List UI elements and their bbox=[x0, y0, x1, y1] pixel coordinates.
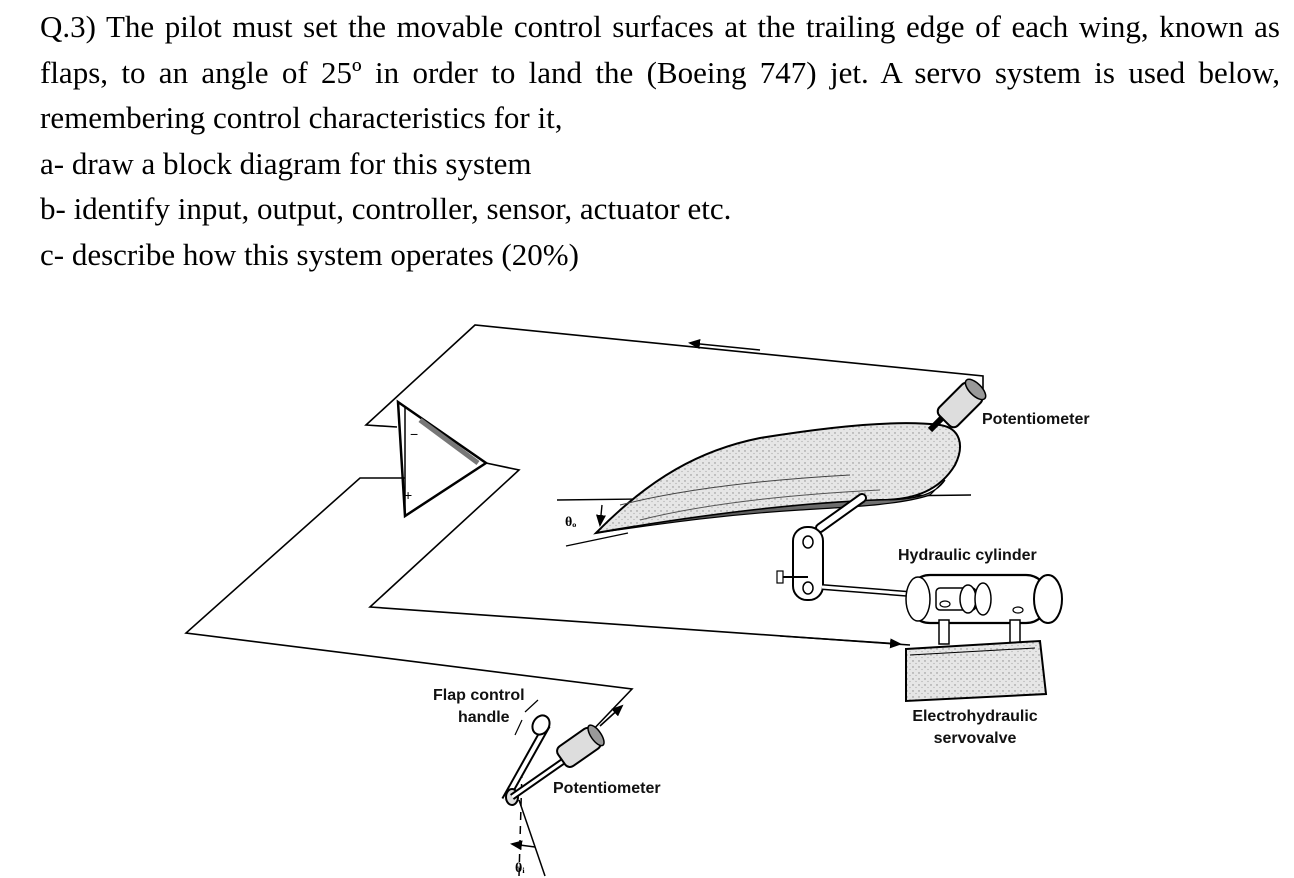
question-text: Q.3) The pilot must set the movable cont… bbox=[40, 4, 1280, 277]
flap-handle-label-line1: Flap control bbox=[433, 687, 525, 704]
hydraulic-cylinder-label: Hydraulic cylinder bbox=[898, 547, 1037, 564]
wing-flap bbox=[556, 422, 972, 547]
amplifier-output-wire bbox=[368, 462, 911, 649]
flap-control-handle bbox=[501, 699, 605, 877]
part-a: a- draw a block diagram for this system bbox=[40, 145, 532, 181]
question-line-3: remembering control characteristics for … bbox=[40, 100, 563, 135]
feedback-wire bbox=[364, 324, 984, 428]
hydraulic-cylinder bbox=[821, 573, 1063, 645]
theta-output-arrow bbox=[596, 504, 606, 527]
servovalve-label-line1: Electrohydraulic bbox=[912, 708, 1038, 725]
amp-plus: + bbox=[404, 487, 412, 503]
amplifier bbox=[396, 399, 489, 519]
theta-input-arrow bbox=[510, 840, 536, 851]
theta-input-label: θᵢ bbox=[515, 861, 525, 876]
question-line-1: Q.3) The pilot must set the movable cont… bbox=[40, 9, 1280, 44]
input-wire bbox=[184, 477, 634, 736]
potentiometer-bottom-label: Potentiometer bbox=[553, 780, 661, 797]
amp-minus: − bbox=[410, 426, 418, 442]
servovalve-label-line2: servovalve bbox=[933, 730, 1017, 747]
potentiometer-top-label: Potentiometer bbox=[982, 411, 1090, 428]
theta-output-label: θₒ bbox=[565, 515, 576, 530]
electrohydraulic-servovalve bbox=[905, 639, 1048, 703]
part-c: c- describe how this system operates (20… bbox=[40, 236, 579, 272]
top-potentiometer bbox=[927, 378, 987, 433]
flap-linkage bbox=[776, 493, 867, 601]
part-b: b- identify input, output, controller, s… bbox=[40, 191, 732, 226]
flap-handle-label-line2: handle bbox=[458, 709, 510, 726]
question-line-2: flaps, to an angle of 25º in order to la… bbox=[40, 54, 1280, 90]
